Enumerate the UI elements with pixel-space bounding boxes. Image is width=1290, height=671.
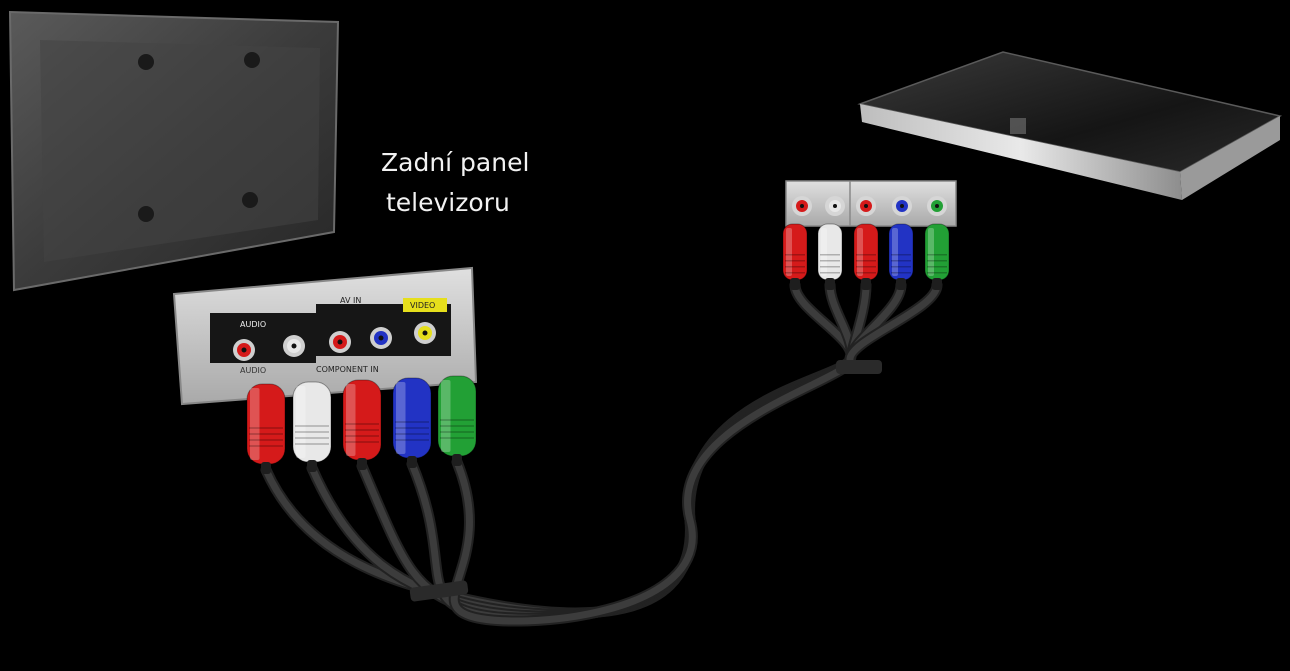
caption-line-1: Zadní panel — [381, 143, 529, 183]
tv-plug-5-green — [438, 376, 476, 466]
tv-back-panel — [10, 12, 338, 290]
player-output-panel — [786, 181, 956, 226]
player-plug-1-red — [783, 224, 807, 290]
audio-label-lower: AUDIO — [240, 366, 266, 375]
caption-line-2: televizoru — [386, 183, 510, 223]
audio-label: AUDIO — [240, 320, 266, 329]
tv-jack-white — [283, 335, 305, 357]
player-plug-4-blue — [889, 224, 913, 290]
player-jack-red — [792, 196, 812, 216]
tv-jack-red — [233, 339, 255, 361]
player-jack-red — [856, 196, 876, 216]
player-plug-2-white — [818, 224, 842, 290]
tv-jack-blue — [370, 327, 392, 349]
tv-jack-yellow — [414, 322, 436, 344]
tv-jack-red — [329, 331, 351, 353]
cable-tie-right — [836, 360, 882, 374]
blu-ray-player — [860, 52, 1280, 200]
player-jack-blue — [892, 196, 912, 216]
tv-plug-1-red — [247, 384, 285, 474]
player-jack-green — [927, 196, 947, 216]
av-in-label: AV IN — [340, 296, 361, 305]
component-in-label: COMPONENT IN — [316, 365, 379, 374]
tv-input-panel: AV IN AUDIO AUDIO VIDEO COMPONENT IN — [174, 268, 476, 404]
player-plug-5-green — [925, 224, 949, 290]
player-jack-white — [825, 196, 845, 216]
tv-plug-3-red — [343, 380, 381, 470]
tv-plug-2-white — [293, 382, 331, 472]
tv-plug-4-blue — [393, 378, 431, 468]
cable-5 — [454, 285, 937, 621]
player-plug-3-red — [854, 224, 878, 290]
cable-4 — [412, 285, 901, 618]
video-label: VIDEO — [410, 301, 435, 310]
